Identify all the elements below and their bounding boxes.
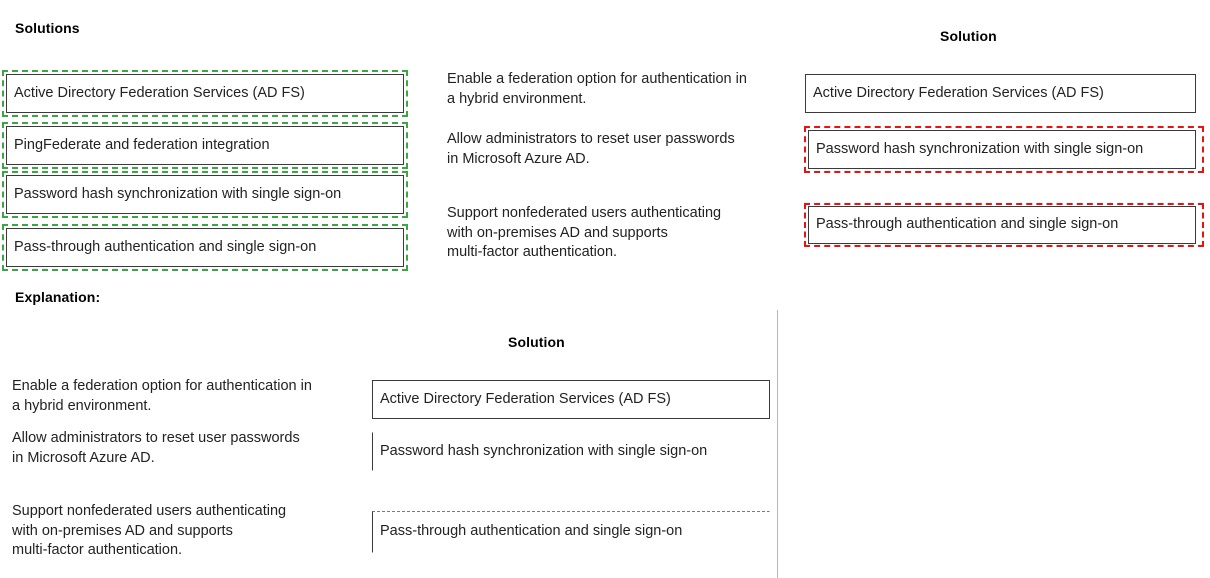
explanation-requirement-text-1: Enable a federation option for authentic… xyxy=(12,378,312,414)
explanation-answer-3: Pass-through authentication and single s… xyxy=(372,511,770,553)
option-tile-3[interactable]: Password hash synchronization with singl… xyxy=(6,175,404,214)
answer-dropzone-1[interactable]: Active Directory Federation Services (AD… xyxy=(805,74,1196,113)
option-tile-1[interactable]: Active Directory Federation Services (AD… xyxy=(6,74,404,113)
answer-dropzone-3[interactable]: Pass-through authentication and single s… xyxy=(808,206,1196,244)
explanation-requirement-text-3: Support nonfederated users authenticatin… xyxy=(12,503,287,558)
option-tile-2[interactable]: PingFederate and federation integration xyxy=(6,126,404,165)
explanation-answer-2: Password hash synchronization with singl… xyxy=(372,432,770,471)
requirement-text-2: Allow administrators to reset user passw… xyxy=(447,131,735,167)
explanation-label: Explanation: xyxy=(15,289,101,305)
answer-dropzone-2[interactable]: Password hash synchronization with singl… xyxy=(808,130,1196,169)
requirement-text-3: Support nonfederated users authenticatin… xyxy=(447,205,722,260)
solution-heading-explanation: Solution xyxy=(508,334,565,350)
option-tile-4[interactable]: Pass-through authentication and single s… xyxy=(6,228,404,267)
solution-heading-top: Solution xyxy=(940,28,997,44)
solutions-heading: Solutions xyxy=(15,20,80,36)
explanation-answer-1: Active Directory Federation Services (AD… xyxy=(372,380,770,419)
explanation-requirement-text-2: Allow administrators to reset user passw… xyxy=(12,430,300,466)
explanation-divider xyxy=(777,310,778,578)
requirement-text-1: Enable a federation option for authentic… xyxy=(447,71,747,107)
